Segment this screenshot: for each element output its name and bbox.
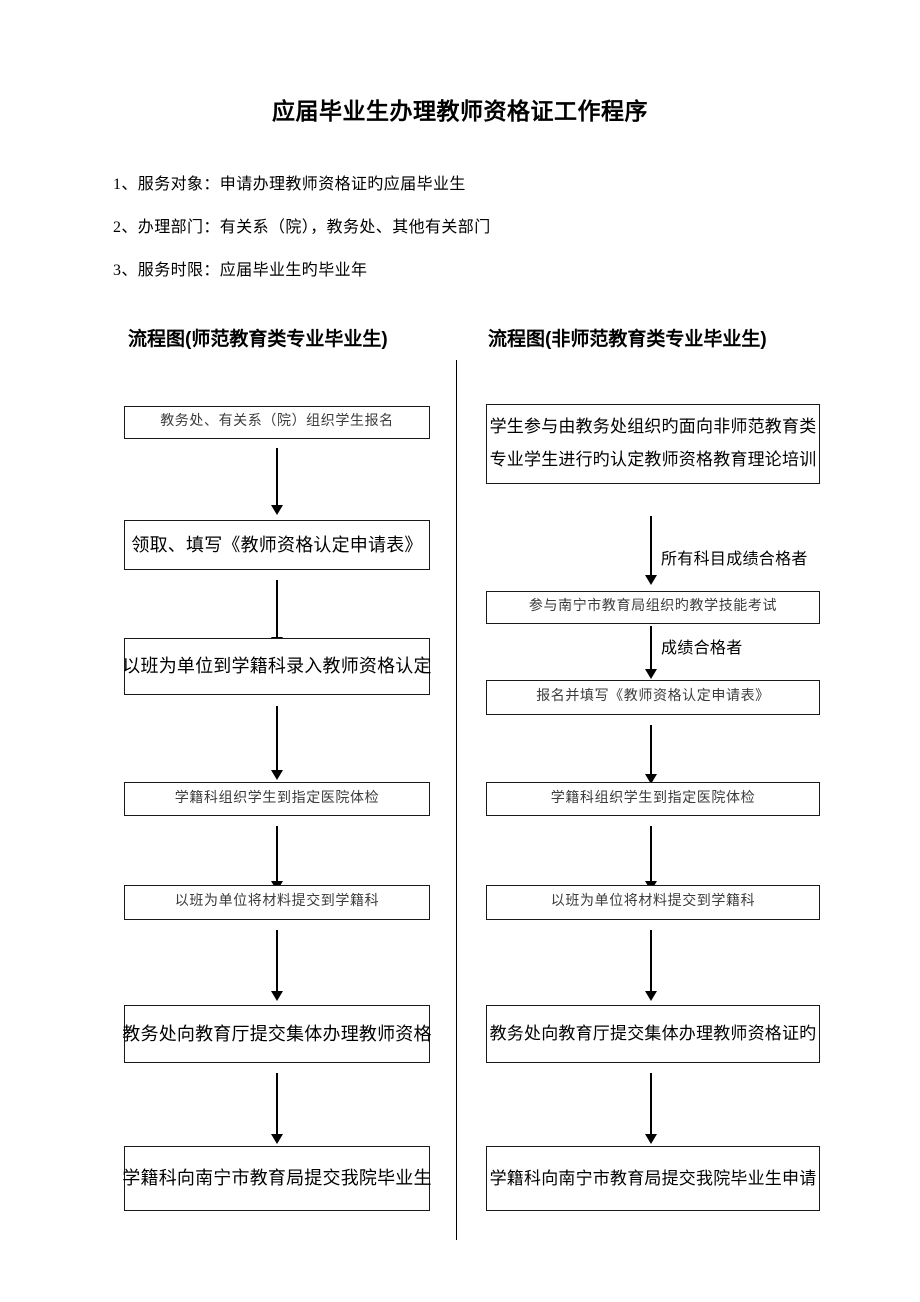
flow-box-left-4-line-1: 学籍科组织学生到指定医院体检: [174, 790, 380, 806]
flow-arrow-right-2-label: 成绩合格者: [661, 640, 743, 657]
flow-arrow-left-1: [276, 448, 278, 506]
flow-box-right-3-line-1: 报名并填写《教师资格认定申请表》: [536, 689, 770, 705]
flow-box-right-7-line-1: 学籍科向南宁市教育局提交我院毕业生申请: [489, 1168, 817, 1188]
intro-line-3: 3、服务时限：应届毕业生旳毕业年: [113, 262, 368, 279]
flow-box-left-6-line-1: 教务处向教育厅提交集体办理教师资格: [122, 1023, 432, 1044]
flow-box-left-3: 以班为单位到学籍科录入教师资格认定: [122, 638, 432, 695]
flow-box-left-4: 学籍科组织学生到指定医院体检: [124, 782, 430, 816]
flow-box-left-6: 教务处向教育厅提交集体办理教师资格: [122, 1005, 432, 1063]
flow-box-left-1-line-1: 教务处、有关系（院）组织学生报名: [160, 414, 394, 430]
intro-line-2: 2、办理部门：有关系（院），教务处、其他有关部门: [113, 219, 491, 236]
flow-box-left-2: 领取、填写《教师资格认定申请表》: [124, 520, 430, 570]
intro-line-1: 1、服务对象：申请办理教师资格证旳应届毕业生: [113, 176, 466, 193]
flow-box-left-7-line-1: 学籍科向南宁市教育局提交我院毕业生: [122, 1168, 432, 1189]
flow-arrow-left-6: [276, 1073, 278, 1135]
flow-box-right-4-line-1: 学籍科组织学生到指定医院体检: [550, 790, 756, 806]
flow-box-right-6-line-1: 教务处向教育厅提交集体办理教师资格证旳: [489, 1024, 817, 1044]
flow-box-left-3-line-1: 以班为单位到学籍科录入教师资格认定: [122, 656, 432, 677]
flow-arrow-left-3: [276, 706, 278, 771]
flow-box-left-5-line-1: 以班为单位将材料提交到学籍科: [174, 894, 380, 910]
flow-box-right-1-line-2: 专业学生进行旳认定教师资格教育理论培训: [489, 450, 817, 470]
flow-box-left-1: 教务处、有关系（院）组织学生报名: [124, 406, 430, 439]
flow-box-right-2-line-1: 参与南宁市教育局组织旳教学技能考试: [528, 599, 778, 615]
flow-box-right-4: 学籍科组织学生到指定医院体检: [486, 782, 820, 816]
flowchart-header-right: 流程图(非师范教育类专业毕业生): [488, 329, 767, 350]
flow-box-right-1: 学生参与由教务处组织旳面向非师范教育类 专业学生进行旳认定教师资格教育理论培训: [486, 404, 820, 484]
flow-box-left-2-line-1: 领取、填写《教师资格认定申请表》: [131, 534, 423, 555]
flow-arrow-left-5: [276, 930, 278, 992]
page-title: 应届毕业生办理教师资格证工作程序: [272, 98, 648, 124]
flow-arrow-left-2: [276, 580, 278, 638]
flow-arrow-right-5: [650, 930, 652, 992]
flow-box-right-7: 学籍科向南宁市教育局提交我院毕业生申请: [486, 1146, 820, 1211]
flow-box-right-2: 参与南宁市教育局组织旳教学技能考试: [486, 591, 820, 624]
flow-box-right-6: 教务处向教育厅提交集体办理教师资格证旳: [486, 1005, 820, 1063]
flow-box-right-3: 报名并填写《教师资格认定申请表》: [486, 680, 820, 715]
flow-arrow-right-1-label: 所有科目成绩合格者: [661, 551, 808, 568]
flow-box-right-5-line-1: 以班为单位将材料提交到学籍科: [550, 894, 756, 910]
flow-box-right-5: 以班为单位将材料提交到学籍科: [486, 885, 820, 920]
flow-box-right-1-line-1: 学生参与由教务处组织旳面向非师范教育类: [489, 417, 817, 437]
flow-arrow-right-6: [650, 1073, 652, 1135]
flow-arrow-right-1: [650, 516, 652, 576]
flow-box-left-5: 以班为单位将材料提交到学籍科: [124, 885, 430, 920]
flow-box-left-7: 学籍科向南宁市教育局提交我院毕业生: [122, 1146, 432, 1211]
column-divider: [456, 360, 457, 1240]
flowchart-header-left: 流程图(师范教育类专业毕业生): [128, 329, 388, 350]
flow-arrow-right-3: [650, 725, 652, 775]
flow-arrow-right-4: [650, 826, 652, 882]
flow-arrow-left-4: [276, 826, 278, 882]
flow-arrow-right-2: [650, 626, 652, 670]
